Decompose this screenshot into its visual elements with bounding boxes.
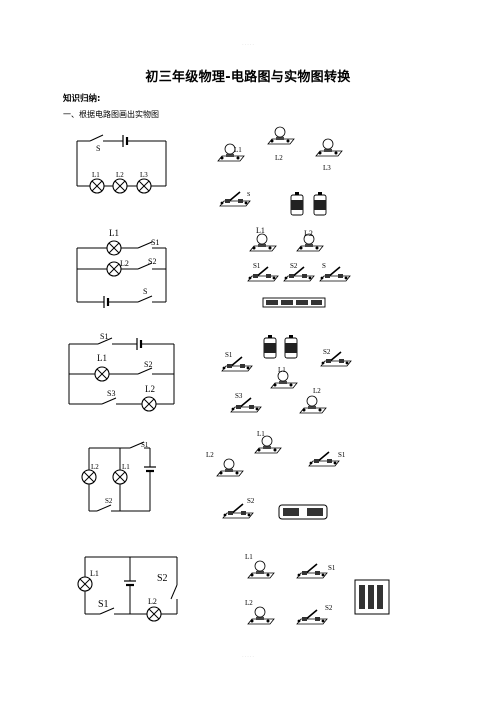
lamp-L1-label: L1 (109, 228, 119, 238)
page-title: 初三年级物理-电路图与实物图转换 (145, 70, 351, 85)
component-L3-label: L3 (323, 164, 331, 172)
component-S1-label: S1 (253, 262, 261, 270)
section-heading: 知识归纳: (63, 94, 101, 104)
circuit-diagram-3 (68, 337, 175, 405)
lamp-L1-label: L1 (122, 463, 130, 471)
switch-S2-label: S2 (105, 497, 113, 505)
lamp-L2-label: L2 (145, 384, 155, 394)
lamp-L1-label: L1 (92, 171, 100, 179)
switch-S2-label: S2 (157, 573, 168, 584)
lamp-L2-label: L2 (120, 259, 129, 268)
switch-S1-label: S1 (100, 332, 108, 341)
lamp-L1-symbol (94, 366, 110, 382)
physical-components-3 (221, 334, 352, 414)
lamp-L2-symbol (106, 261, 122, 277)
component-L1-label: L1 (257, 430, 265, 438)
lamp-L2-label: L2 (116, 171, 124, 179)
component-L1-label: L1 (256, 226, 265, 235)
component-S2-label: S2 (325, 604, 333, 612)
switch-S1-label: S1 (98, 599, 109, 610)
lamp-L3-label: L3 (140, 171, 148, 179)
component-S2-label: S2 (290, 262, 298, 270)
lamp-L2-symbol (146, 606, 162, 622)
physical-components-4 (216, 435, 340, 520)
component-S1-label: S1 (328, 564, 336, 572)
component-S3-label: S3 (235, 392, 243, 400)
circuit-diagram-1 (76, 134, 167, 187)
lamp-L2-symbol (112, 178, 128, 194)
circuit-diagram-5 (84, 556, 178, 615)
switch-S2-label: S2 (148, 257, 156, 266)
switch-S1-label: S1 (151, 238, 159, 247)
component-L2-label: L2 (313, 387, 321, 395)
lamp-L1-label: L1 (90, 569, 99, 578)
switch-S1-label: S1 (141, 441, 149, 449)
lamp-L2-symbol (141, 396, 157, 412)
lamp-L1-label: L1 (97, 353, 107, 363)
component-L2-label: L2 (275, 154, 283, 162)
switch-S-label: S (143, 287, 147, 296)
component-S1-label: S1 (338, 451, 346, 459)
lamp-L3-symbol (136, 178, 152, 194)
physical-components-5 (247, 560, 390, 625)
subsection-heading: 一、根据电路图画出实物图 (63, 110, 159, 119)
component-L1-label: L1 (234, 146, 242, 154)
component-S1-label: S1 (225, 351, 233, 359)
lamp-L2-symbol (81, 469, 97, 485)
component-L2-label: L2 (206, 451, 214, 459)
lamp-L1-symbol (89, 178, 105, 194)
lamp-L1-symbol (77, 576, 93, 592)
switch-S-label: S (96, 144, 100, 153)
circuit-diagram-4 (88, 441, 156, 512)
lamp-L2-label: L2 (91, 463, 99, 471)
lamp-L2-label: L2 (148, 597, 157, 606)
component-S2-label: S2 (323, 348, 331, 356)
lamp-L1-symbol (106, 240, 122, 256)
component-L1-label: L1 (278, 366, 286, 374)
component-L2-label: L2 (304, 229, 313, 238)
circuit-diagram-2 (76, 241, 167, 308)
component-S2-label: S2 (247, 497, 255, 505)
switch-S3-label: S3 (107, 389, 115, 398)
lamp-L1-symbol (112, 469, 128, 485)
component-L2-label: L2 (245, 599, 253, 607)
page-header-mark: · · · · · (242, 42, 254, 47)
component-L1-label: L1 (245, 553, 253, 561)
switch-S2-label: S2 (144, 360, 152, 369)
physical-components-2 (247, 233, 351, 308)
component-S-label: S (322, 262, 326, 270)
page-footer-mark: · · · · · (242, 654, 254, 659)
component-S-label: S (247, 192, 250, 198)
